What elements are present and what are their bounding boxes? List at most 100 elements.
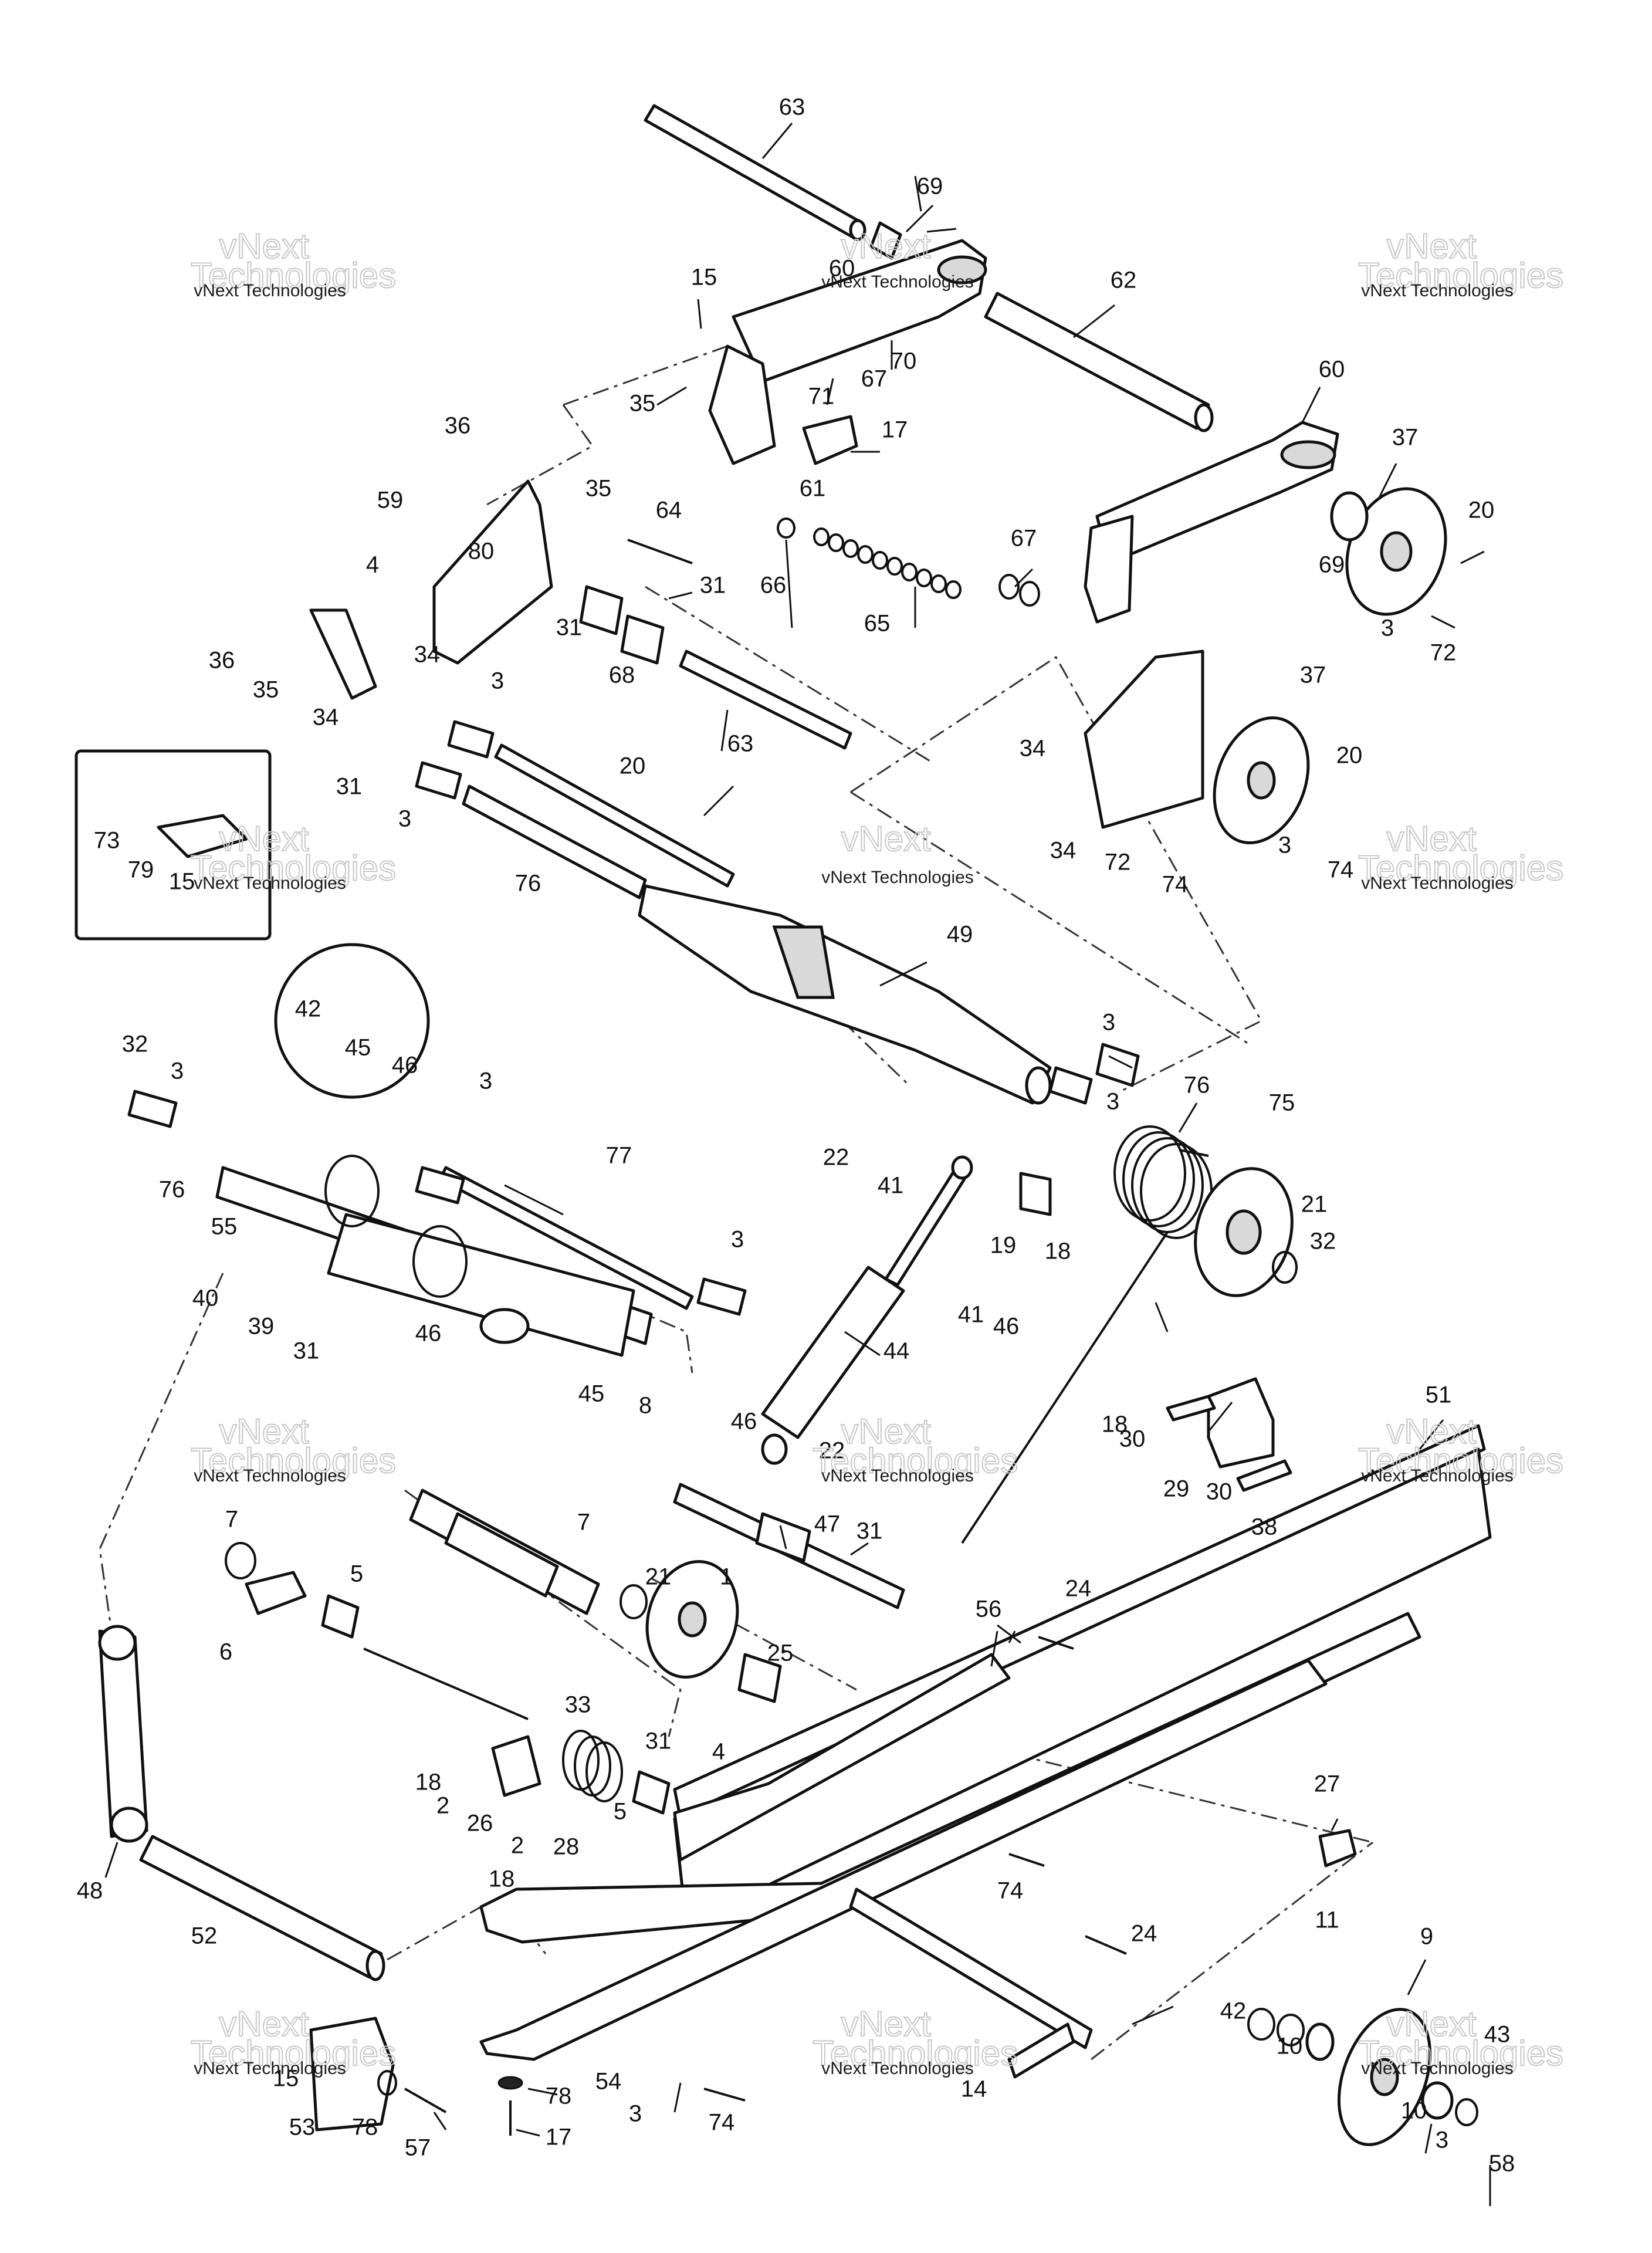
callout-31: 31 — [645, 1728, 672, 1754]
callout-41: 46 — [731, 1409, 757, 1435]
callout-59: 59 — [377, 488, 404, 513]
svg-text:vNext: vNext — [841, 819, 931, 858]
callout-22: 45 — [345, 1035, 371, 1061]
svg-text:vNext: vNext — [1386, 2004, 1477, 2044]
wheel-78 — [1247, 2008, 1478, 2146]
callout-46: 21 — [1301, 1192, 1328, 1217]
callout-45: 75 — [1269, 1090, 1295, 1116]
callout-79: 37 — [1392, 425, 1419, 451]
svg-text:Technologies: Technologies — [191, 2034, 396, 2073]
svg-text:vNext Technologies: vNext Technologies — [1361, 281, 1514, 300]
callout-34: 34 — [1020, 736, 1046, 762]
callout-72: 20 — [1468, 498, 1495, 523]
callout-78: 9 — [1420, 1924, 1433, 1950]
callout-72: 20 — [1336, 743, 1363, 769]
wheel-79-mid — [1213, 716, 1310, 845]
callout-61: 61 — [800, 476, 826, 502]
callout-31: 31 — [556, 615, 583, 641]
callout-15: 15 — [273, 2066, 299, 2092]
callout-35: 35 — [253, 677, 279, 703]
callout-22: 45 — [578, 1381, 605, 1407]
svg-text:vNext: vNext — [841, 226, 931, 266]
callout-2: 56 — [976, 1596, 1002, 1622]
callout-25: 5 — [614, 1799, 627, 1825]
watermark-top-left: vNext Technologies vNext Technologies — [190, 226, 397, 300]
watermark-bottom-center: vNext Technologies vNext Technologies — [812, 2004, 1018, 2078]
callout-63: 63 — [727, 731, 754, 757]
callout-66: 66 — [760, 573, 787, 598]
svg-text:Technologies: Technologies — [1358, 848, 1563, 888]
watermark-top-center: vNext vNext Technologies — [821, 226, 974, 292]
shock-38 — [761, 1155, 973, 1465]
svg-text:vNext: vNext — [219, 2004, 309, 2044]
frame-32 — [638, 884, 1052, 1105]
svg-text:vNext: vNext — [1386, 1412, 1477, 1451]
svg-text:vNext: vNext — [219, 819, 309, 858]
svg-text:vNext: vNext — [841, 1412, 931, 1451]
callout-4: 4 — [712, 1739, 725, 1765]
svg-text:vNext: vNext — [1386, 819, 1477, 858]
callout-10: 28 — [553, 1834, 580, 1860]
spring-26 — [363, 1648, 623, 1802]
callout-25: 5 — [350, 1561, 363, 1587]
callout-41: 46 — [993, 1314, 1020, 1339]
callout-49: 74 — [709, 2110, 735, 2136]
callout-47: 7 — [577, 1510, 590, 1535]
swing-arm-18 — [215, 1155, 653, 1357]
callout-20: 3 — [398, 806, 411, 832]
callout-9: 26 — [467, 1811, 493, 1836]
callout-3: 34 — [1050, 838, 1076, 864]
callout-74: 3 — [1278, 833, 1291, 858]
watermark-bottom-left: vNext Technologies vNext Technologies — [190, 2004, 397, 2078]
leader-lines — [104, 123, 1491, 2206]
callout-27: 52 — [191, 1923, 218, 1949]
callout-20: 3 — [171, 1058, 184, 1084]
callout-33: 47 — [814, 1511, 841, 1537]
svg-text:vNext Technologies: vNext Technologies — [194, 1466, 346, 1486]
callout-71: 71 — [808, 384, 835, 410]
callout-28: 48 — [77, 1878, 103, 1904]
callout-39: 41 — [878, 1173, 904, 1199]
callout-77: 32 — [1310, 1229, 1336, 1254]
svg-text:vNext: vNext — [219, 1412, 309, 1451]
callout-11: 2 — [511, 1833, 524, 1859]
callout-20: 3 — [1102, 1010, 1115, 1036]
callout-49: 74 — [1162, 872, 1189, 898]
svg-text:Technologies: Technologies — [191, 256, 396, 295]
callout-41: 46 — [392, 1053, 418, 1078]
callout-15: 15 — [691, 265, 717, 290]
callout-60: 60 — [1319, 357, 1345, 383]
callout-77: 32 — [122, 1031, 148, 1057]
callout-70: 70 — [891, 349, 917, 374]
callout-74: 3 — [1381, 615, 1394, 641]
callout-20: 3 — [479, 1068, 492, 1094]
callout-32: 49 — [947, 922, 973, 948]
svg-text:vNext Technologies: vNext Technologies — [1361, 2059, 1514, 2078]
svg-text:vNext Technologies: vNext Technologies — [194, 2059, 346, 2078]
callout-54: 58 — [1489, 2151, 1515, 2177]
callout-31: 31 — [336, 774, 363, 800]
callout-8: 18 — [1102, 1412, 1128, 1437]
callout-60: 60 — [829, 256, 855, 282]
callout-31: 31 — [700, 573, 726, 598]
callout-73: 72 — [1430, 640, 1457, 666]
callout-17: 17 — [546, 2125, 572, 2150]
watermark-bottom-right: vNext Technologies vNext Technologies — [1358, 2004, 1564, 2078]
callout-69: 69 — [917, 174, 943, 199]
svg-text:Technologies: Technologies — [1358, 2034, 1563, 2073]
svg-text:vNext: vNext — [1386, 226, 1477, 266]
wheel-56 — [645, 1559, 739, 1679]
callout-74: 3 — [1436, 2127, 1448, 2153]
callout-11: 2 — [436, 1793, 449, 1819]
callout-48: 25 — [767, 1640, 794, 1666]
callout-20: 3 — [1106, 1089, 1119, 1115]
callout-5: 29 — [1163, 1476, 1190, 1502]
callout-57: 10 — [1277, 2034, 1303, 2059]
callout-35: 35 — [585, 476, 612, 502]
callout-42: 76 — [1184, 1073, 1210, 1098]
callout-labels: 63 69 60 62 15 35 67 70 71 17 61 60 37 2… — [77, 94, 1515, 2177]
callout-79: 37 — [1300, 662, 1326, 688]
callout-62: 62 — [1111, 268, 1137, 293]
callout-68: 68 — [609, 662, 635, 688]
